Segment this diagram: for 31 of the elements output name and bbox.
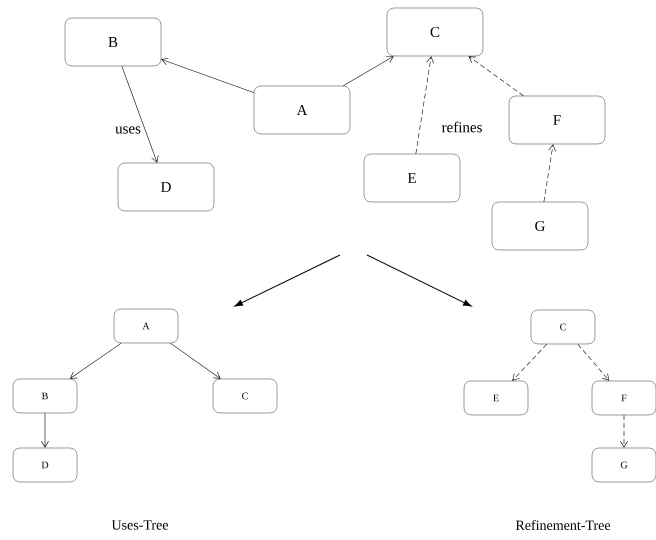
edge-label: uses	[114, 125, 142, 135]
arrow	[416, 56, 434, 154]
arrow	[170, 342, 221, 379]
arrow	[620, 414, 628, 448]
process-box: G	[592, 448, 656, 482]
process-box: D	[118, 162, 214, 212]
process-box: C	[530, 310, 596, 344]
arrow	[41, 412, 49, 448]
process-box: B	[64, 18, 162, 66]
arrow	[577, 344, 610, 381]
process-box: C	[212, 378, 278, 414]
arrow	[161, 58, 254, 93]
arrow	[70, 342, 122, 379]
arrow	[122, 66, 158, 163]
process-box: F	[592, 380, 656, 416]
process-box: F	[508, 96, 606, 144]
edge-label: refines	[440, 120, 484, 134]
arrow	[342, 56, 394, 86]
process-box: E	[364, 154, 460, 202]
process-box: A	[114, 308, 178, 344]
process-box: A	[254, 86, 350, 134]
tree-title: Uses-Tree	[112, 520, 168, 530]
tree-title: Refinement-Tree	[516, 520, 610, 530]
process-box: C	[386, 8, 484, 56]
arrow	[468, 56, 524, 96]
process-box: B	[12, 378, 78, 414]
arrow	[544, 144, 556, 202]
arrow	[512, 344, 548, 381]
process-box: G	[492, 202, 588, 250]
process-box: D	[12, 448, 78, 482]
process-box: E	[464, 380, 528, 416]
